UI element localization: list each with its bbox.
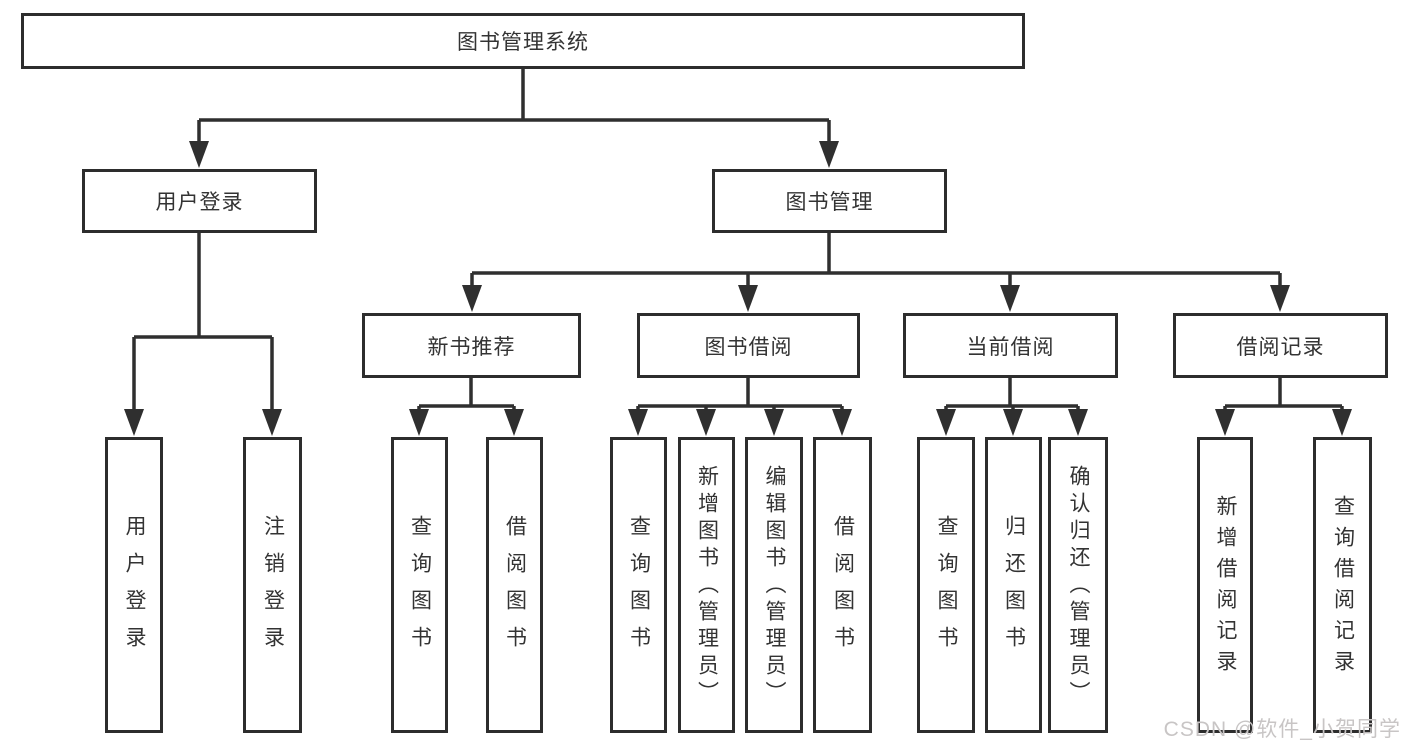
- leaf-borrow-borrow-label: 借阅图书: [831, 515, 855, 663]
- leaf-borrow-edit: 编辑图书（管理员）: [745, 437, 803, 733]
- leaf-current-return: 归还图书: [985, 437, 1042, 733]
- leaf-newbook-query: 查询图书: [391, 437, 448, 733]
- leaf-record-query-label: 查询借阅记录: [1331, 494, 1355, 681]
- leaf-logout: 注销登录: [243, 437, 302, 733]
- node-book-borrow: 图书借阅: [637, 313, 860, 378]
- leaf-current-return-label: 归还图书: [1002, 515, 1026, 663]
- leaf-borrow-query: 查询图书: [610, 437, 667, 733]
- leaf-newbook-query-label: 查询图书: [408, 515, 432, 663]
- leaf-newbook-borrow-label: 借阅图书: [503, 515, 527, 663]
- leaf-logout-label: 注销登录: [261, 515, 285, 663]
- node-cur-borrow: 当前借阅: [903, 313, 1118, 378]
- node-new-book-rec-label: 新书推荐: [427, 335, 516, 359]
- leaf-borrow-edit-label: 编辑图书（管理员）: [763, 465, 786, 708]
- leaf-record-query: 查询借阅记录: [1313, 437, 1372, 733]
- node-user-login: 用户登录: [82, 169, 317, 233]
- leaf-user-login: 用户登录: [105, 437, 163, 733]
- branch-cur-borrow: [944, 378, 1080, 414]
- leaf-newbook-borrow: 借阅图书: [486, 437, 543, 733]
- branch-user-login: [132, 233, 274, 414]
- node-cur-borrow-label: 当前借阅: [966, 335, 1055, 359]
- branch-borrow-rec: [1223, 378, 1344, 414]
- node-user-login-label: 用户登录: [155, 191, 244, 214]
- leaf-borrow-add-label: 新增图书（管理员）: [695, 465, 719, 708]
- leaf-borrow-borrow: 借阅图书: [813, 437, 872, 733]
- leaf-borrow-add: 新增图书（管理员）: [678, 437, 735, 733]
- arrowheads: [124, 141, 1352, 436]
- leaf-current-query: 查询图书: [917, 437, 975, 733]
- leaf-user-login-label: 用户登录: [123, 515, 146, 663]
- node-new-book-rec: 新书推荐: [362, 313, 581, 378]
- node-book-mgmt: 图书管理: [712, 169, 947, 233]
- csdn-watermark: CSDN @软件_小贺同学: [1163, 718, 1401, 741]
- leaf-current-query-label: 查询图书: [935, 515, 958, 663]
- leaf-record-add-label: 新增借阅记录: [1214, 494, 1237, 681]
- node-borrow-rec-label: 借阅记录: [1236, 335, 1325, 359]
- node-borrow-rec: 借阅记录: [1173, 313, 1388, 378]
- leaf-current-confirm: 确认归还（管理员）: [1048, 437, 1108, 733]
- leaf-current-confirm-label: 确认归还（管理员）: [1067, 465, 1090, 708]
- leaf-borrow-query-label: 查询图书: [627, 515, 651, 663]
- branch-new-book-rec: [417, 378, 516, 414]
- node-root: 图书管理系统: [21, 13, 1025, 69]
- node-book-borrow-label: 图书借阅: [704, 335, 793, 359]
- branch-book-borrow: [636, 378, 844, 414]
- branch-book-mgmt: [470, 233, 1282, 290]
- node-root-label: 图书管理系统: [457, 31, 589, 54]
- branch-root: [197, 69, 831, 146]
- node-book-mgmt-label: 图书管理: [785, 191, 874, 214]
- leaf-record-add: 新增借阅记录: [1197, 437, 1253, 733]
